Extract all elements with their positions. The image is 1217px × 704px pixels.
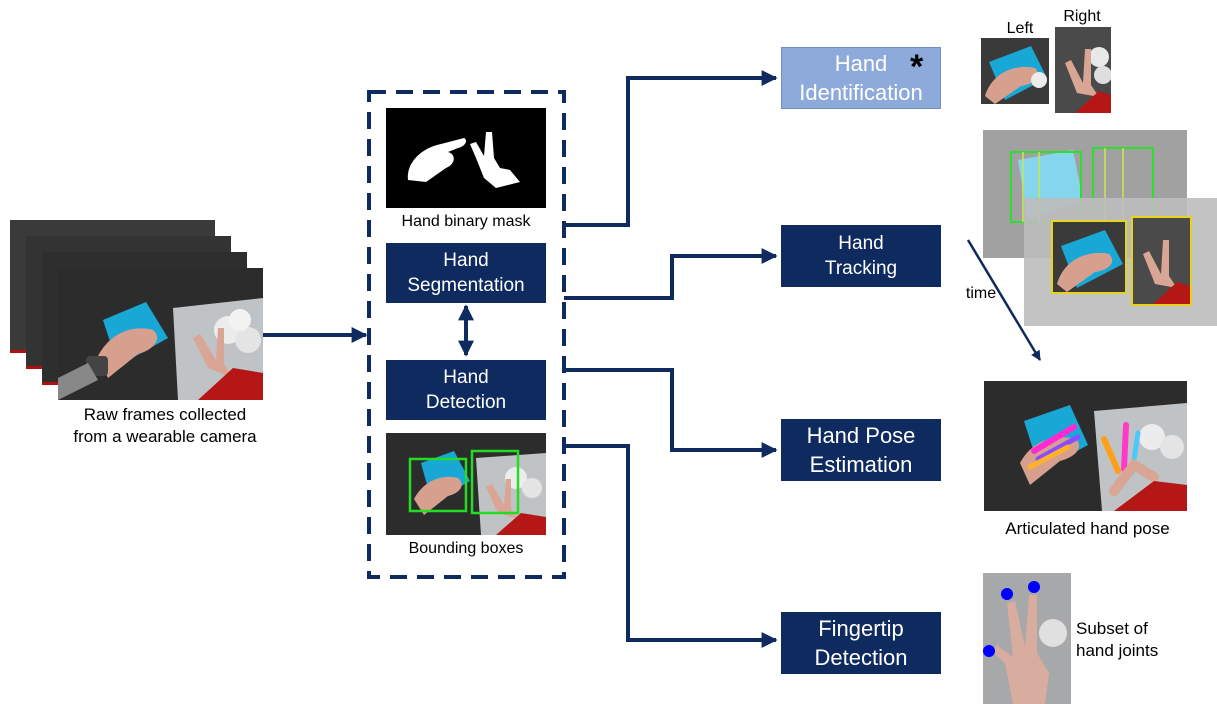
identification-asterisk: * [910,48,924,86]
fingertip-scene [983,573,1071,704]
binary-mask-shapes [407,132,520,188]
pose-line2: Estimation [809,452,913,477]
tracking-line1: Hand [838,233,884,254]
hand-detection-box[interactable]: Hand Detection [386,360,546,420]
arrow-to-tracking [564,248,778,300]
time-label: time [965,285,997,302]
hand-pose-estimation-box[interactable]: Hand Pose Estimation [781,419,941,481]
tracking-current-left [1051,220,1127,294]
bbox-left-hand [408,457,468,513]
joints-caption-line1: Subset of [1076,619,1148,638]
detection-line2: Detection [425,392,507,413]
arrow-to-pose [564,368,778,458]
time-arrow [966,239,1042,361]
hand-binary-mask-image [386,108,546,208]
fingertip-dot-3 [983,645,995,657]
fingertip-line2: Detection [814,645,908,670]
hand-tracking-box[interactable]: Hand Tracking [781,225,941,287]
joints-caption: Subset of hand joints [1076,618,1186,662]
mask-caption: Hand binary mask [401,213,531,230]
segmentation-line1: Hand [443,250,489,271]
left-hand-crop [981,38,1049,104]
raw-frame-front [58,268,263,400]
pose-scene [984,381,1187,511]
fingertip-dot-1 [1001,588,1013,600]
right-hand-scene [1055,27,1111,113]
segmentation-line2: Segmentation [407,275,525,296]
joints-caption-line2: hand joints [1076,641,1159,660]
fingertip-line1: Fingertip [818,616,904,641]
bbox-scene [386,433,546,535]
pose-line1: Hand Pose [806,423,916,448]
arrow-to-fingertip [564,444,778,648]
right-label: Right [1063,8,1101,25]
right-hand-crop [1055,27,1111,113]
detection-line1: Hand [443,367,489,388]
identification-line1: Hand [834,51,888,76]
hand-identification-box[interactable]: Hand Identification [781,47,941,109]
bbox-caption: Bounding boxes [408,540,524,557]
articulated-pose-image [984,381,1187,511]
raw-frame-scene [58,268,263,400]
tracking-line2: Tracking [824,258,898,279]
tracking-current-right [1131,216,1192,306]
left-hand-scene [981,38,1049,104]
raw-frames-caption-line2: from a wearable camera [73,427,257,446]
bbox-right-hand [470,449,520,515]
raw-frames-caption-line1: Raw frames collected [83,405,247,424]
raw-frames-caption: Raw frames collected from a wearable cam… [40,404,290,448]
tracking-right-scene [1133,218,1190,304]
left-label: Left [1006,20,1034,37]
fingertip-image [983,573,1071,704]
arrow-to-identification [564,70,778,227]
tracking-left-scene [1053,222,1125,292]
fingertip-dot-2 [1028,581,1040,593]
identification-line2: Identification [799,80,923,105]
fingertip-detection-box[interactable]: Fingertip Detection [781,612,941,674]
pose-caption: Articulated hand pose [1005,519,1170,538]
center-dashed-frame [367,90,566,579]
bounding-boxes-image [386,433,546,535]
hand-segmentation-box[interactable]: Hand Segmentation [386,243,546,303]
